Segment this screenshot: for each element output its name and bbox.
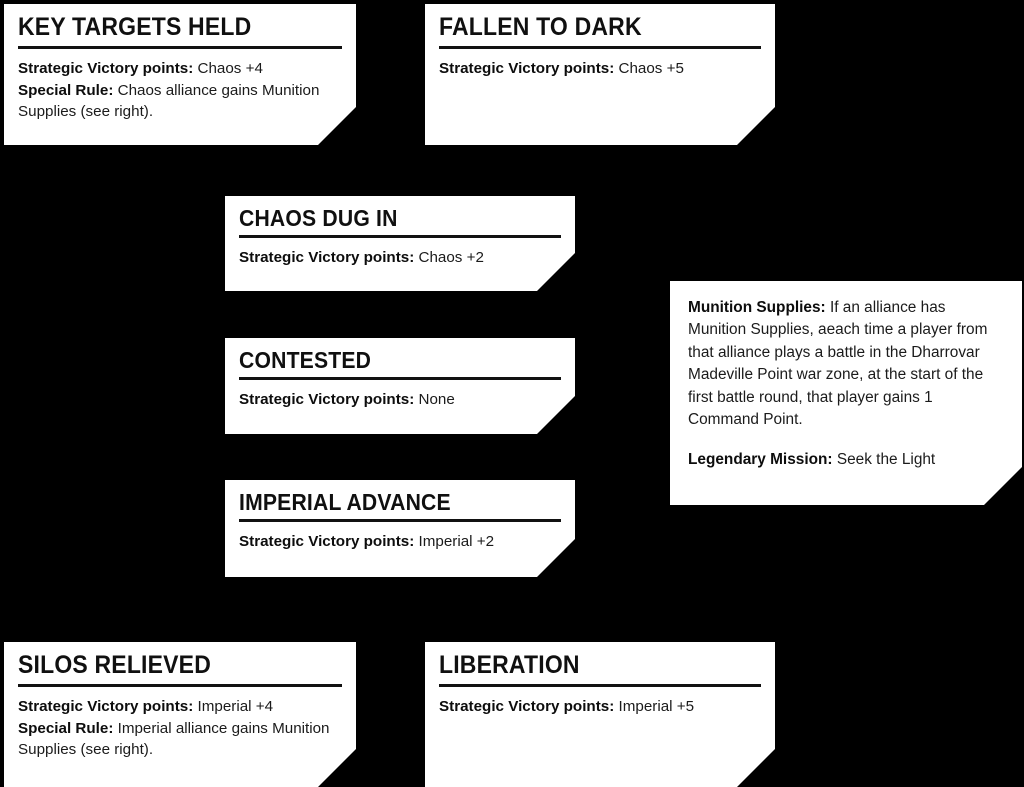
stat-line: Strategic Victory points: None <box>239 389 561 411</box>
stat-value: Chaos +2 <box>418 249 484 267</box>
stat-label: Special Rule: <box>18 719 114 737</box>
stat-label: Strategic Victory points: <box>439 698 615 716</box>
stat-line: Strategic Victory points: Chaos +2 <box>239 247 561 269</box>
card-key-targets-held: KEY TARGETS HELD Strategic Victory point… <box>4 4 356 145</box>
munition-supplies-label: Munition Supplies: <box>688 299 826 316</box>
stat-label: Strategic Victory points: <box>439 60 615 78</box>
title-divider <box>439 684 761 687</box>
card-body: Strategic Victory points: Imperial +2 <box>239 531 561 553</box>
stat-value: Chaos +5 <box>618 60 684 78</box>
stat-label: Strategic Victory points: <box>239 391 415 409</box>
card-imperial-advance: IMPERIAL ADVANCE Strategic Victory point… <box>225 480 575 577</box>
stat-value: Chaos +4 <box>197 60 263 78</box>
card-body: Strategic Victory points: Imperial +4 Sp… <box>18 696 342 761</box>
card-title: SILOS RELIEVED <box>18 651 212 679</box>
card-body: Strategic Victory points: Imperial +5 <box>439 696 761 718</box>
card-title: IMPERIAL ADVANCE <box>239 489 451 515</box>
title-divider <box>239 519 561 522</box>
stat-line: Strategic Victory points: Chaos +4 <box>18 58 342 80</box>
title-divider <box>239 377 561 380</box>
card-fallen-to-dark: FALLEN TO DARK Strategic Victory points:… <box>425 4 775 145</box>
legendary-mission-body: Seek the Light <box>836 450 936 468</box>
stat-value: Imperial alliance gains Munition Supplie… <box>18 719 330 759</box>
card-chaos-dug-in: CHAOS DUG IN Strategic Victory points: C… <box>225 196 575 291</box>
stat-line: Special Rule: Imperial alliance gains Mu… <box>18 718 342 761</box>
card-liberation: LIBERATION Strategic Victory points: Imp… <box>425 642 775 787</box>
stat-line: Strategic Victory points: Chaos +5 <box>439 58 761 80</box>
stat-label: Strategic Victory points: <box>18 60 194 78</box>
stat-line: Strategic Victory points: Imperial +5 <box>439 696 761 718</box>
title-divider <box>439 46 761 49</box>
stat-value: Chaos alliance gains Munition Supplies (… <box>18 81 320 121</box>
card-silos-relieved: SILOS RELIEVED Strategic Victory points:… <box>4 642 356 787</box>
stat-label: Strategic Victory points: <box>239 249 415 267</box>
title-divider <box>239 235 561 238</box>
stat-label: Special Rule: <box>18 81 114 99</box>
card-contested: CONTESTED Strategic Victory points: None <box>225 338 575 434</box>
title-divider <box>18 684 342 687</box>
munition-supplies-text: Munition Supplies: If an alliance has Mu… <box>688 297 1004 432</box>
card-body: Strategic Victory points: Chaos +2 <box>239 247 561 269</box>
card-body: Strategic Victory points: None <box>239 389 561 411</box>
card-body: Strategic Victory points: Chaos +4 Speci… <box>18 58 342 123</box>
stat-value: Imperial +2 <box>418 533 495 551</box>
stat-value: None <box>418 391 455 409</box>
munition-supplies-body: If an alliance has Munition Supplies, ae… <box>688 299 988 429</box>
legendary-mission-text: Legendary Mission: Seek the Light <box>688 449 1004 471</box>
stat-value: Imperial +4 <box>197 698 274 716</box>
title-divider <box>18 46 342 49</box>
stat-line: Special Rule: Chaos alliance gains Munit… <box>18 80 342 123</box>
stat-label: Strategic Victory points: <box>18 698 194 716</box>
stat-line: Strategic Victory points: Imperial +4 <box>18 696 342 718</box>
card-body: Strategic Victory points: Chaos +5 <box>439 58 761 80</box>
card-title: LIBERATION <box>439 651 580 679</box>
stat-label: Strategic Victory points: <box>239 533 415 551</box>
card-title: CONTESTED <box>239 347 372 373</box>
stat-value: Imperial +5 <box>618 698 695 716</box>
card-title: CHAOS DUG IN <box>239 205 398 231</box>
card-title: FALLEN TO DARK <box>439 13 642 41</box>
card-title: KEY TARGETS HELD <box>18 13 252 41</box>
panel-spacer <box>688 432 1004 449</box>
legendary-mission-label: Legendary Mission: <box>688 450 833 468</box>
stat-line: Strategic Victory points: Imperial +2 <box>239 531 561 553</box>
munition-supplies-panel: Munition Supplies: If an alliance has Mu… <box>670 281 1022 505</box>
